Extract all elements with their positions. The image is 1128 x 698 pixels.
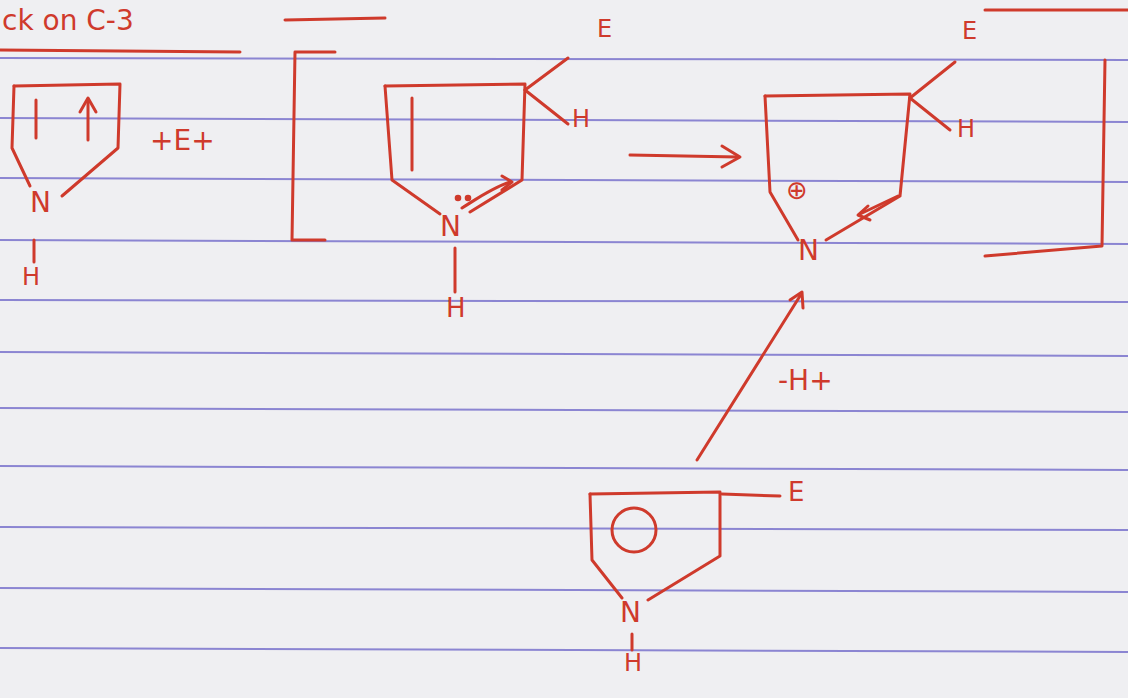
atom-label: N [798,236,819,267]
atom-label: N [440,212,461,243]
atom-label: N [30,188,51,219]
atom-label: H [957,116,975,142]
reagent-label: +E+ [150,126,215,157]
dash [285,18,385,20]
atom-label: E [788,478,804,507]
pyrrole-ring [590,492,780,650]
atom-label: N [620,598,641,629]
pyrrole-ring [12,84,120,262]
atom-label: H [624,650,642,676]
atom-label: H [22,264,40,290]
atom-label: H [446,294,466,323]
underline [0,50,240,52]
sigma-complex [385,58,568,292]
charge-symbol: ⊕ [786,176,808,205]
ruled-lines [0,58,1128,652]
reaction-arrow [630,146,740,167]
reagent-label: -H+ [778,366,833,397]
atom-label: H [572,106,590,132]
bracket [292,52,335,240]
atom-label: E [597,16,612,42]
bracket [985,10,1128,256]
heading: ck on C-3 [2,6,134,37]
sigma-complex [765,62,955,240]
atom-label: E [962,18,977,44]
